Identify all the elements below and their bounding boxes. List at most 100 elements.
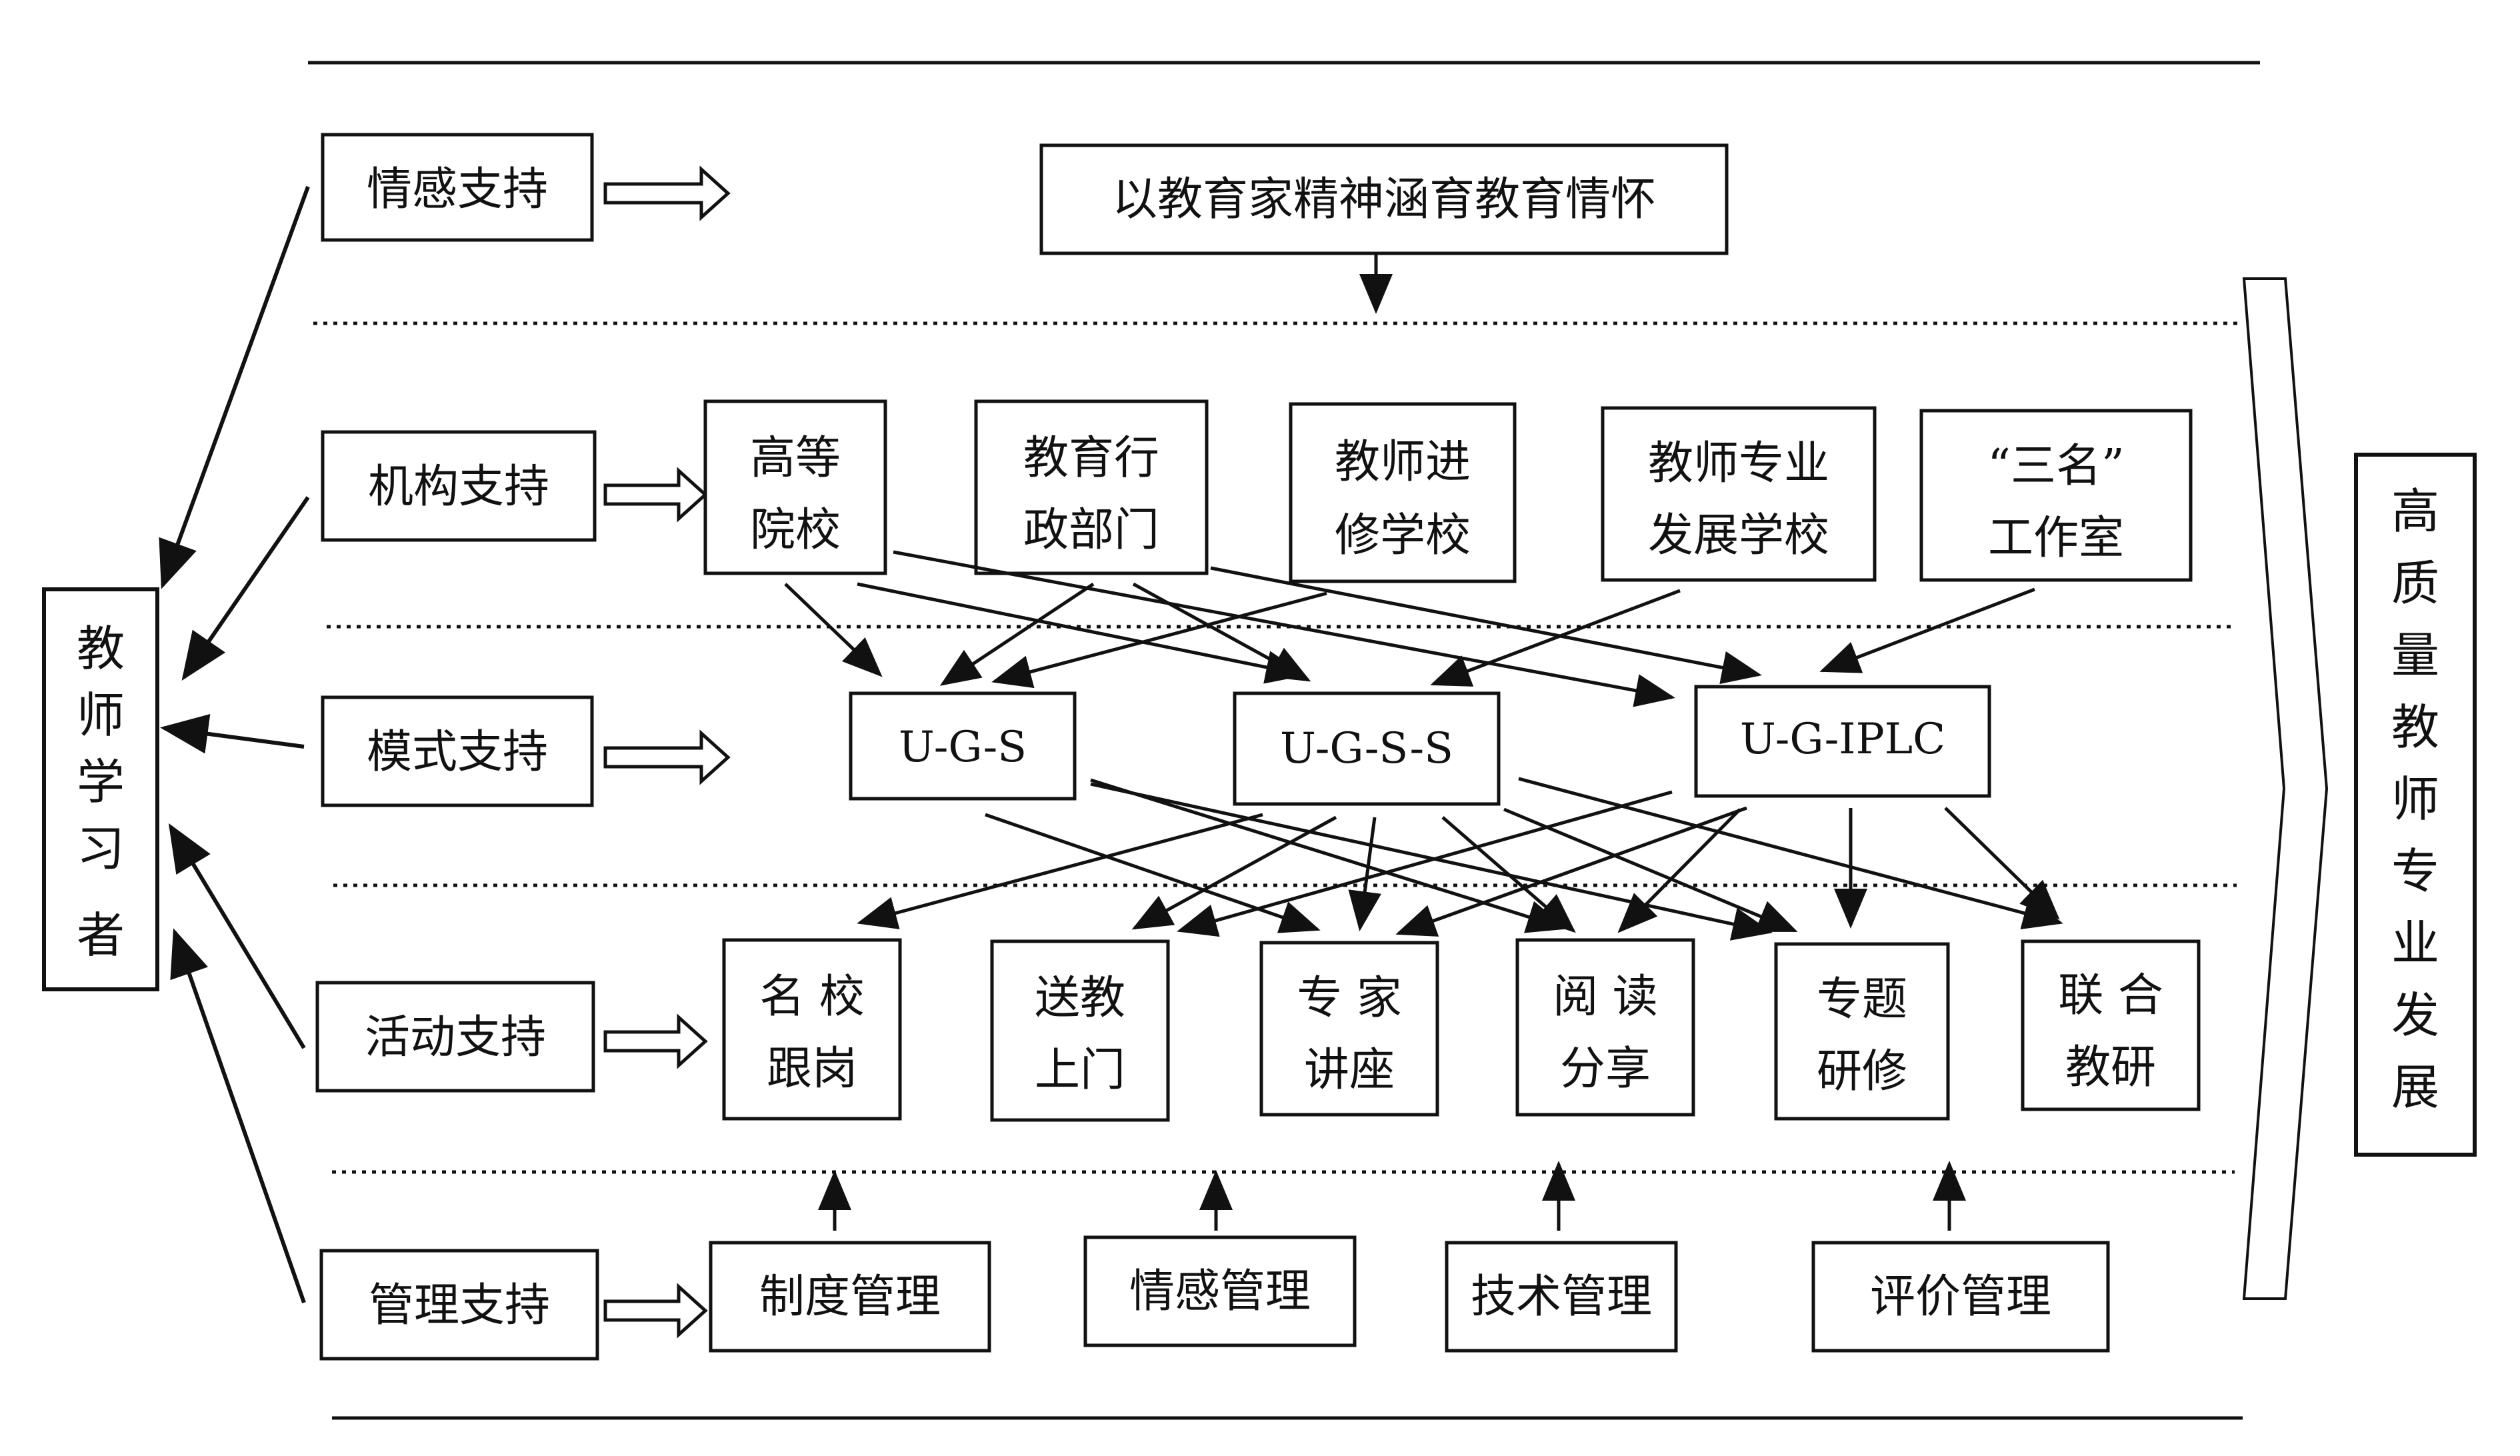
support-institution-box: 机构支持 xyxy=(321,430,597,542)
arrow-university-to-ugiplc xyxy=(893,550,1675,707)
arrows-management-up xyxy=(818,1161,1966,1231)
activity-reading-share: 阅 读 分享 xyxy=(1515,938,1695,1117)
institution-pds: 教师专业 发展学校 xyxy=(1601,406,1877,582)
mode-ugiplc: U-G-IPLC xyxy=(1694,685,1991,798)
learner-box: 教 师 学 习 者 xyxy=(42,587,159,991)
institution-line: “三名” xyxy=(1987,440,2125,493)
arrow-ugss-to-topic xyxy=(1503,807,1798,933)
activity-line: 教研 xyxy=(2065,1041,2156,1094)
goal-box: 高 质 量 教 师 专 业 发 展 xyxy=(2354,453,2477,1157)
activity-line: 联 合 xyxy=(2058,969,2163,1022)
support-emotion-box: 情感支持 xyxy=(321,133,594,242)
arrow-ugss-to-reading xyxy=(1441,816,1576,933)
management-evaluation: 评价管理 xyxy=(1811,1241,2110,1353)
institution-admin: 教育行 政部门 xyxy=(974,399,1209,575)
arrow-ugss-to-famous xyxy=(857,813,1263,929)
support-emotion-label: 情感支持 xyxy=(367,163,548,216)
goal-char: 发 xyxy=(2391,987,2439,1043)
mode-label: U-G-IPLC xyxy=(1740,715,1945,764)
arrow-ugs-to-topic xyxy=(1090,782,1773,941)
institution-line: 教育行 xyxy=(1023,432,1159,485)
institution-line: 高等 xyxy=(750,432,841,485)
activity-line: 阅 读 xyxy=(1553,971,1658,1023)
hollow-arrow-icon xyxy=(603,165,731,221)
arrow-ugss-to-expert xyxy=(1348,817,1382,931)
activity-joint-research: 联 合 教研 xyxy=(2021,939,2201,1111)
goal-char: 业 xyxy=(2391,915,2439,971)
management-technology: 技术管理 xyxy=(1445,1241,1678,1353)
arrows-institution-to-mode xyxy=(784,550,2035,707)
support-mode-label: 模式支持 xyxy=(367,726,548,779)
arrow-admin-to-ugiplc xyxy=(1210,566,1762,685)
arrow-management-to-learner xyxy=(170,928,306,1303)
arrow-activity-to-learner xyxy=(168,823,306,1049)
arrow-ugiplc-to-reading xyxy=(1617,808,1741,933)
management-emotion: 情感管理 xyxy=(1083,1235,1357,1347)
institution-line: 工作室 xyxy=(1988,512,2124,565)
arrow-university-to-ugss xyxy=(857,582,1306,684)
activity-line: 上门 xyxy=(1035,1044,1125,1097)
arrow-admin-to-ugss xyxy=(1132,582,1311,682)
goal-char: 教 xyxy=(2391,699,2439,755)
support-activity-box: 活动支持 xyxy=(315,981,595,1093)
arrow-ugiplc-to-send xyxy=(1177,790,1673,937)
institution-training-school: 教师进 修学校 xyxy=(1289,402,1517,583)
institution-line: 发展学校 xyxy=(1648,509,1829,562)
goal-char: 量 xyxy=(2391,627,2439,683)
activity-topic-study: 专题 研修 xyxy=(1774,942,1950,1121)
learner-char: 学 xyxy=(77,754,125,810)
goal-char: 专 xyxy=(2391,843,2439,899)
institution-line: 教师专业 xyxy=(1648,437,1829,490)
arrow-ugss-to-send xyxy=(1131,815,1337,930)
mode-ugss: U-G-S-S xyxy=(1233,691,1501,806)
progress-chevron xyxy=(2242,277,2329,1300)
activity-line: 送教 xyxy=(1035,972,1125,1025)
management-label: 情感管理 xyxy=(1129,1265,1311,1318)
arrow-university-to-ugs xyxy=(784,583,883,677)
activity-line: 研修 xyxy=(1817,1045,1907,1098)
goal-char: 展 xyxy=(2391,1059,2439,1115)
arrow-ugss-to-joint xyxy=(1518,777,2063,930)
activity-line: 专题 xyxy=(1817,973,1907,1026)
activity-line: 跟岗 xyxy=(767,1043,857,1095)
institution-line: 政部门 xyxy=(1023,504,1159,557)
learner-char: 习 xyxy=(77,821,125,877)
arrow-emotion-to-learner xyxy=(159,185,310,589)
learner-char: 教 xyxy=(77,621,125,677)
mode-ugs: U-G-S xyxy=(849,691,1077,801)
hollow-arrow-icon xyxy=(603,1283,708,1339)
institution-line: 院校 xyxy=(750,504,841,557)
activity-line: 名 校 xyxy=(759,971,865,1023)
hollow-arrow-icon xyxy=(603,467,708,523)
arrow-ugiplc-to-expert xyxy=(1395,806,1747,937)
education-spirit-box: 以教育家精神涵育教育情怀 xyxy=(1039,143,1729,255)
education-spirit-label: 以教育家精神涵育教育情怀 xyxy=(1112,173,1656,226)
management-label: 技术管理 xyxy=(1471,1271,1652,1323)
management-label: 制度管理 xyxy=(759,1271,941,1323)
hollow-arrows xyxy=(603,165,731,1339)
institution-university: 高等 院校 xyxy=(703,399,887,575)
management-system: 制度管理 xyxy=(709,1241,991,1353)
arrow-mode-to-learner xyxy=(160,713,305,754)
support-management-box: 管理支持 xyxy=(319,1249,599,1361)
goal-char: 师 xyxy=(2391,771,2439,827)
support-institution-label: 机构支持 xyxy=(368,461,549,513)
support-activity-label: 活动支持 xyxy=(365,1011,546,1064)
learner-char: 者 xyxy=(77,907,125,963)
support-management-label: 管理支持 xyxy=(369,1279,550,1332)
support-mode-box: 模式支持 xyxy=(321,695,594,807)
arrow-pds-to-ugss xyxy=(1430,589,1681,687)
activity-send-teaching: 送教 上门 xyxy=(990,939,1170,1122)
arrow-institution-to-learner xyxy=(181,496,310,681)
institution-line: 教师进 xyxy=(1335,436,1471,489)
arrows-to-learner xyxy=(159,185,310,1303)
arrow-training-to-ugs xyxy=(991,591,1327,689)
activity-line: 分享 xyxy=(1560,1043,1651,1095)
hollow-arrow-icon xyxy=(603,1013,708,1069)
mode-label: U-G-S-S xyxy=(1280,724,1453,773)
arrow-ugiplc-to-joint xyxy=(1944,807,2060,920)
mode-label: U-G-S xyxy=(899,723,1027,772)
institution-san-ming: “三名” 工作室 xyxy=(1919,409,2193,582)
learner-char: 师 xyxy=(77,687,125,743)
